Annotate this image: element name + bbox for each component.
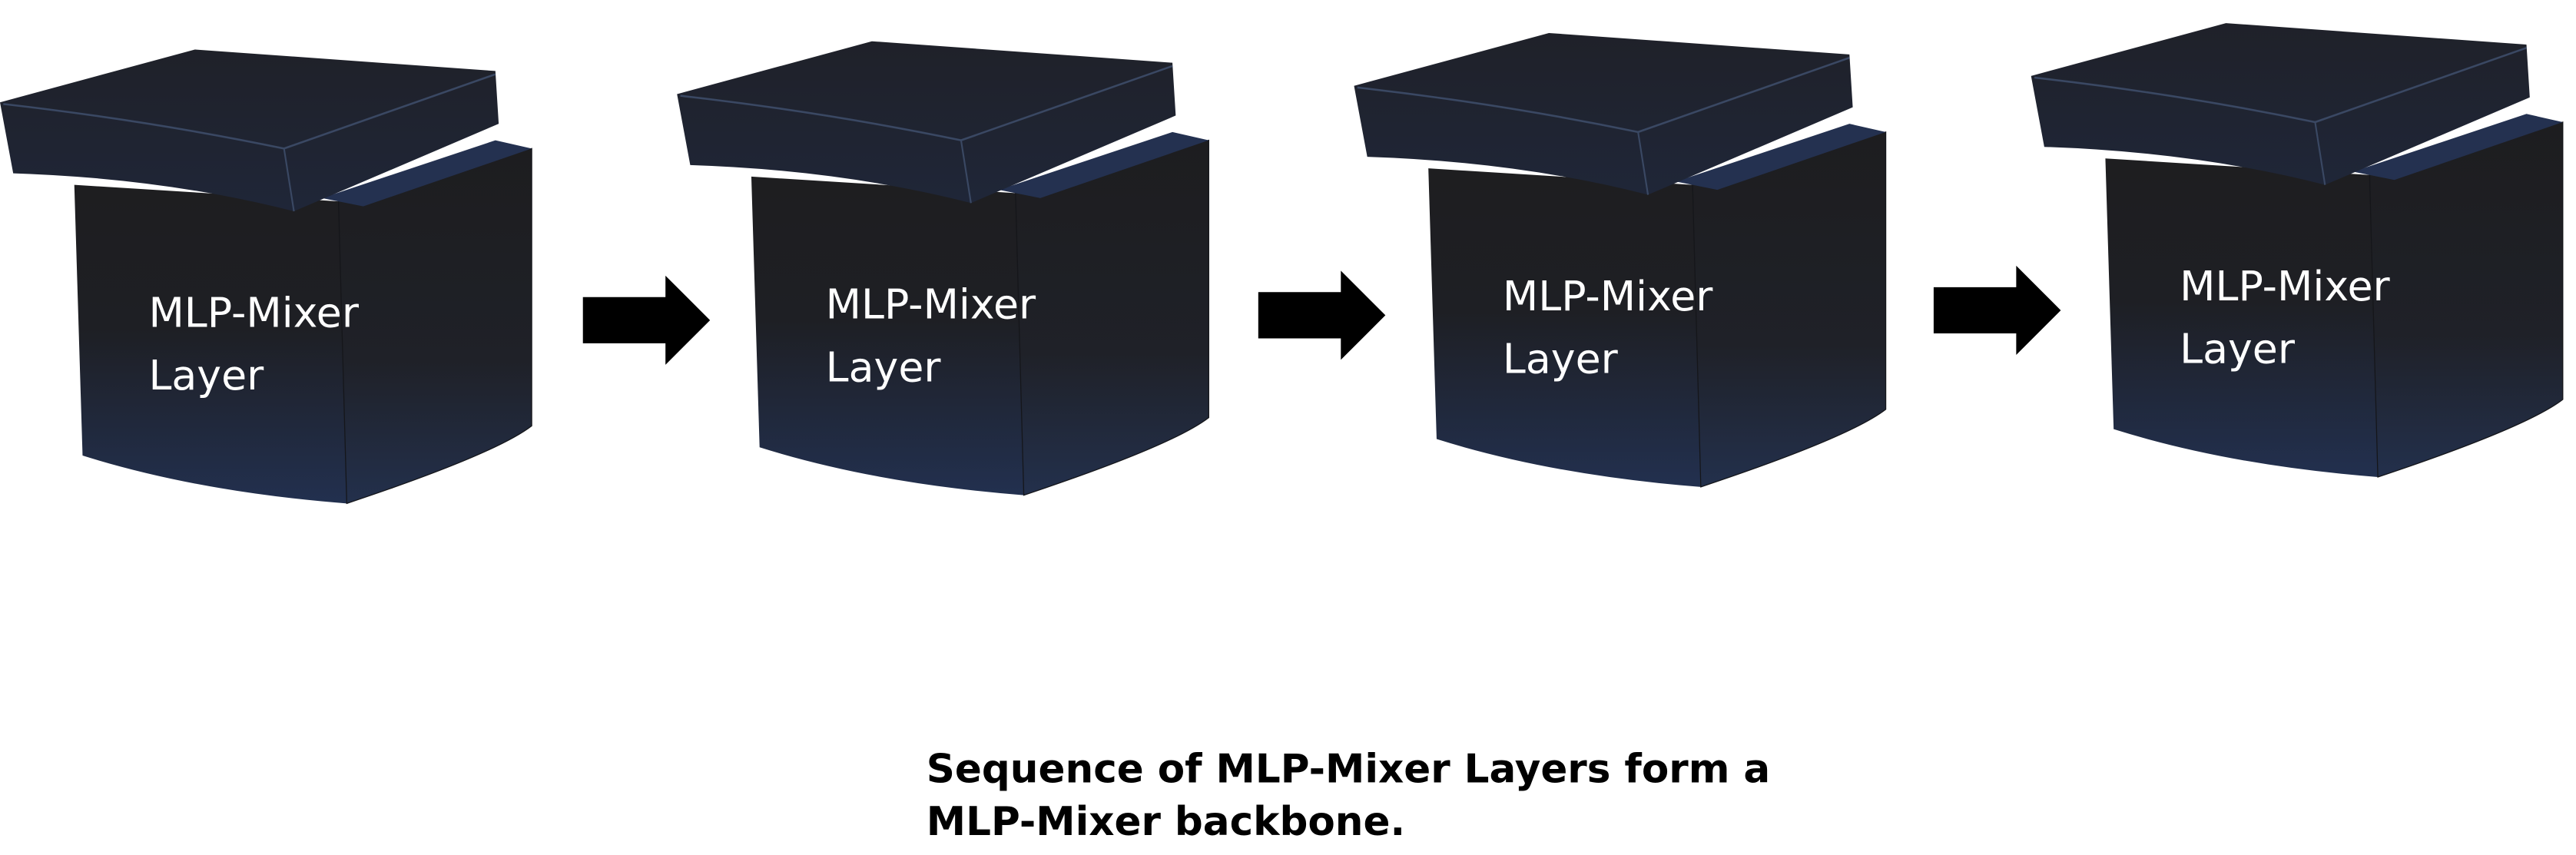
lid-corner-edge (2314, 121, 2326, 185)
box-front-face (751, 176, 1024, 495)
right-arrow-icon (1933, 265, 2061, 355)
right-arrow-icon (1258, 270, 1386, 360)
lid-edge-highlight (3, 73, 496, 150)
layer-label-line-1: MLP-Mixer (1503, 272, 1713, 320)
box-lid (1354, 32, 1853, 195)
lid-corner-edge (960, 140, 972, 204)
box-front-face (74, 184, 347, 504)
box-lid (0, 49, 499, 212)
lid-edge-highlight (680, 65, 1173, 141)
lid-corner-edge (283, 148, 295, 212)
lid-edge-highlight (2034, 47, 2527, 124)
box-front-face (1428, 168, 1701, 487)
layer-label-line-2: Layer (1503, 335, 1619, 383)
box-inner-edge (322, 140, 532, 207)
lid-edge-highlight (1357, 56, 1850, 134)
caption-line-1: Sequence of MLP-Mixer Layers form a (927, 746, 1770, 792)
right-arrow-icon (582, 275, 711, 365)
box-side-face (337, 147, 532, 505)
box-side-face (2369, 121, 2564, 478)
layer-label-line-2: Layer (2180, 325, 2296, 373)
box-inner-edge (2352, 114, 2563, 181)
box-inner-edge (999, 131, 1209, 198)
box-front-face (2105, 158, 2379, 477)
lid-corner-edge (1637, 131, 1649, 195)
layer-label-line-1: MLP-Mixer (826, 280, 1036, 329)
box-side-face (1692, 131, 1887, 488)
box-lid (2031, 23, 2530, 185)
box-inner-edge (1676, 124, 1886, 191)
layer-label-line-2: Layer (826, 343, 942, 391)
layer-label-line-1: MLP-Mixer (2180, 262, 2390, 310)
layer-label-line-2: Layer (148, 351, 264, 399)
box-lid (677, 41, 1176, 204)
box-side-face (1015, 139, 1209, 496)
caption-line-2: MLP-Mixer backbone. (927, 799, 1405, 845)
layer-label-line-1: MLP-Mixer (148, 288, 359, 336)
